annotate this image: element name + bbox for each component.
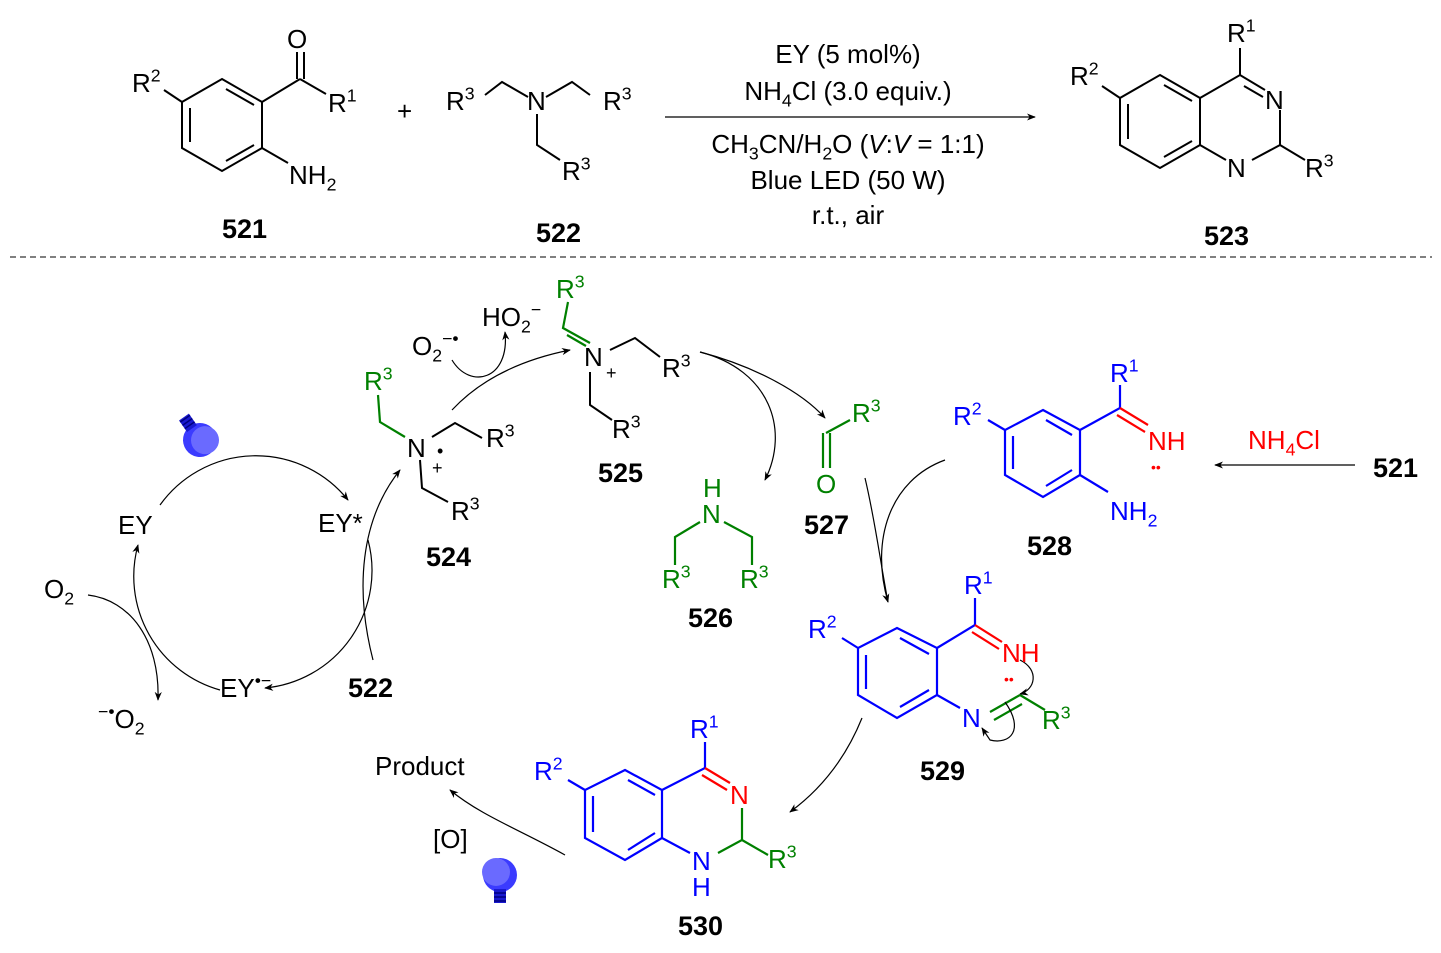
compound-527: R3 O 527 [804,396,881,540]
compound-label: 521 [1373,453,1418,483]
superoxide-label: −•O2 [98,702,145,739]
compound-523: R1 R2 N N R3 523 [1070,16,1334,251]
oxygen-label: O [287,24,307,54]
amine-h-label: H [692,872,711,902]
nitrogen-label: N [702,499,721,529]
compound-label: 529 [920,756,965,786]
nitrogen-label: N [527,86,546,116]
r3-label: R3 [562,154,591,186]
plus-sign: + [397,96,412,126]
cyclization-arrow [789,717,863,813]
hydroperoxide-label: HO2− [482,300,541,337]
r3-label: R3 [662,562,691,594]
compound-label: 522 [536,218,581,248]
product-label: Product [375,751,465,781]
reaction-arrow: EY (5 mol%) NH4Cl (3.0 equiv.) CH3CN/H2O… [665,39,1036,230]
condition-solvent: CH3CN/H2O (V:V = 1:1) [711,129,984,164]
nitrogen-label: N [730,780,749,810]
hydrolysis-arrow-amine [699,351,776,481]
r3-label: R3 [1305,151,1334,183]
hydrolysis-arrow-aldehyde [699,351,826,419]
compound-label: 521 [222,214,267,244]
r1-label: R1 [964,568,993,600]
r3-label: R3 [768,842,797,874]
compound-label: 523 [1204,221,1249,251]
compound-524: R3 N + • R3 R3 524 [364,364,515,572]
compound-label: 525 [598,458,643,488]
r3-label: R3 [662,351,691,383]
r2-label: R2 [1070,59,1099,91]
imine-nh-label: NH [1002,638,1040,668]
oxygen-label: O2 [44,574,74,609]
charge-label: + [606,363,617,383]
nitrogen-label: N [1227,153,1246,183]
oxygen-label: O [816,469,836,499]
oxidation-arrow [449,789,566,856]
compound-label: 526 [688,603,733,633]
condensation-arrow [881,459,946,603]
superoxide-label: O2−• [412,329,459,366]
oxidation-arrow [451,348,571,411]
compound-label: 524 [426,542,471,572]
r1-label: R1 [1227,16,1256,48]
compound-526: H N R3 R3 526 [662,473,769,633]
r3-label: R3 [1042,703,1071,735]
r1-label: R1 [328,86,357,118]
superoxide-arrow [451,331,510,378]
compound-528: R1 R2 NH •• NH2 528 [953,356,1186,561]
compound-label: 530 [678,911,723,941]
light-bulb-icon [481,857,518,904]
r2-label: R2 [808,612,837,644]
radical-dot: • [437,441,443,461]
r2-label: R2 [132,66,161,98]
nh2-label: NH2 [289,160,336,195]
r3-label: R3 [740,562,769,594]
r3-label: R3 [612,412,641,444]
nitrogen-label: N [1265,85,1284,115]
condition-additive: NH4Cl (3.0 equiv.) [744,76,951,111]
r3-label: R3 [852,396,881,428]
compound-525: R3 N + R3 R3 525 [556,272,691,488]
compound-label: 527 [804,510,849,540]
r3-label: R3 [364,364,393,396]
ammonium-chloride-label: NH4Cl [1248,425,1320,460]
charge-label: + [432,458,443,478]
r2-label: R2 [534,754,563,786]
compound-label: 528 [1027,531,1072,561]
nh2-label: NH2 [1110,496,1157,531]
condition-light: Blue LED (50 W) [750,165,945,195]
ey-excited-label: EY* [318,508,363,538]
compound-522: R3 N R3 R3 522 [446,80,632,248]
nitrogen-label: N [584,342,603,372]
imine-nh-label: NH [1148,426,1186,456]
r1-label: R1 [1110,356,1139,388]
condensation-arrow-branch [864,477,889,603]
nitrogen-label: N [407,433,426,463]
ey-radical-anion-label: EY•− [220,671,271,703]
lone-pair: •• [1151,459,1161,475]
compound-521: O R1 R2 NH2 521 [132,24,357,244]
ey-label: EY [118,510,153,540]
amine-n-label: N [692,846,711,876]
r1-label: R1 [690,712,719,744]
r3-label: R3 [451,494,480,526]
compound-530: R1 R2 N N H R3 530 [534,712,797,941]
photocatalytic-cycle: EY EY* EY•− O2 −•O2 522 [44,405,401,739]
r3-label: R3 [446,84,475,116]
light-bulb-icon [169,405,226,465]
nitrogen-label: N [962,703,981,733]
oxidant-label: [O] [433,824,468,854]
hydrogen-label: H [703,473,722,503]
r3-label: R3 [603,84,632,116]
compound-label: 522 [348,673,393,703]
r2-label: R2 [953,399,982,431]
r3-label: R3 [486,421,515,453]
r3-label: R3 [556,272,585,304]
condition-catalyst: EY (5 mol%) [775,39,920,69]
compound-529: R1 R2 NH •• N R3 529 [808,568,1071,786]
lone-pair: •• [1004,671,1014,687]
condition-temperature: r.t., air [812,200,885,230]
